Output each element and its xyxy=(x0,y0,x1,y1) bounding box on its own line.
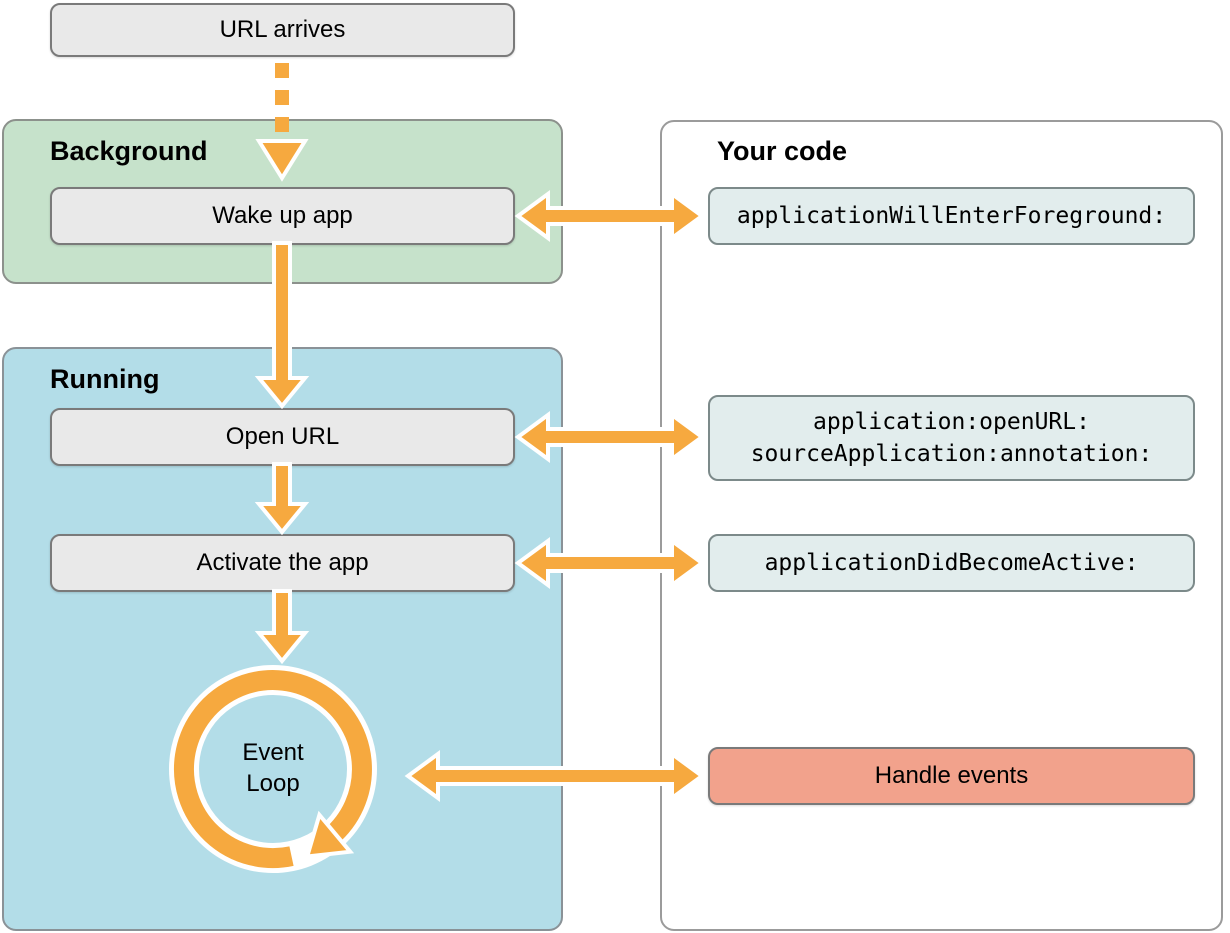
event-loop-label-line2: Loop xyxy=(246,770,300,797)
running-state-title: Running xyxy=(50,364,160,394)
activate-app-node: Activate the app xyxy=(50,534,515,592)
handle-events-node: Handle events xyxy=(708,747,1195,805)
event-loop-label-line1: Event xyxy=(242,739,304,766)
wake-up-app-label: Wake up app xyxy=(212,202,353,229)
callback-did-become-active-text: applicationDidBecomeActive: xyxy=(764,550,1139,576)
callback-open-url-line2: sourceApplication:annotation: xyxy=(750,441,1153,467)
handle-events-label: Handle events xyxy=(874,762,1029,789)
url-arrives-label: URL arrives xyxy=(219,16,346,43)
your-code-title: Your code xyxy=(717,136,848,166)
event-loop-label: Event Loop xyxy=(173,737,373,799)
callback-will-enter-foreground: applicationWillEnterForeground: xyxy=(708,187,1195,245)
callback-did-become-active: applicationDidBecomeActive: xyxy=(708,534,1195,592)
open-url-label: Open URL xyxy=(225,423,340,450)
activate-app-label: Activate the app xyxy=(196,549,369,576)
callback-will-enter-foreground-text: applicationWillEnterForeground: xyxy=(736,203,1167,229)
open-url-node: Open URL xyxy=(50,408,515,466)
background-state-title: Background xyxy=(50,136,208,166)
url-arrives-node: URL arrives xyxy=(50,3,515,57)
callback-open-url: application:openURL: sourceApplication:a… xyxy=(708,395,1195,481)
wake-up-app-node: Wake up app xyxy=(50,187,515,245)
callback-open-url-line1: application:openURL: xyxy=(813,409,1090,435)
